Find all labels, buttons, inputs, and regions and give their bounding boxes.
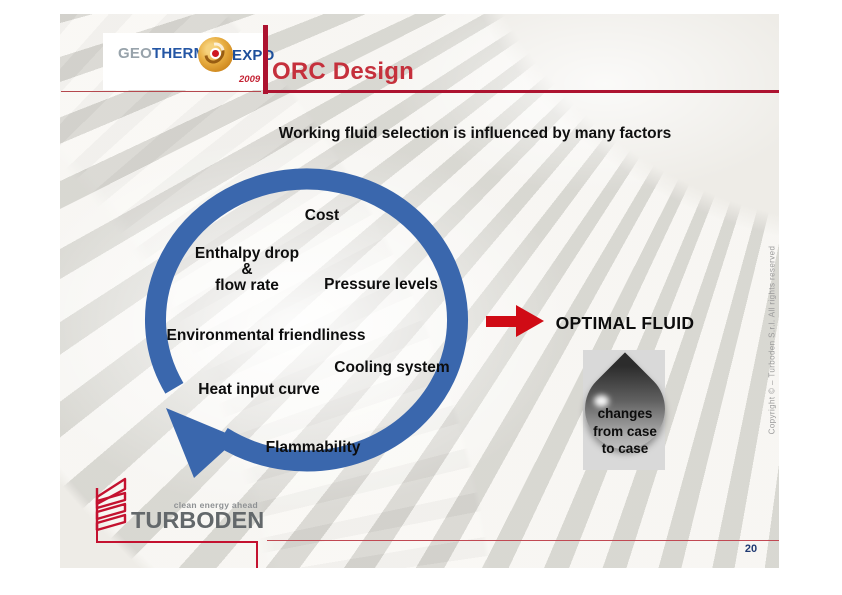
factor-cost: Cost: [304, 207, 340, 224]
turboden-logo-line: [96, 519, 99, 543]
page-number: 20: [744, 543, 758, 555]
footer-divider: [267, 539, 779, 542]
droplet-note: changes from case to case: [593, 406, 657, 456]
footer-red-line-vertical: [256, 541, 259, 568]
header-left-divider: [61, 90, 261, 92]
page-title: ORC Design: [272, 58, 415, 85]
brand-tagline: clean energy ahead: [173, 500, 258, 510]
copyright-notice: Copyright © – Turboden S.r.l. All rights…: [767, 245, 777, 435]
geotherm-expo-logo: GEOTHERM EXPO 2009: [103, 33, 274, 90]
geotherm-therm-text: THERM: [151, 45, 207, 62]
geotherm-wordmark: GEOTHERM: [118, 46, 206, 61]
slide-canvas: GEOTHERM EXPO 2009 ORC Design Working fl…: [60, 14, 779, 568]
footer-red-line-horizontal: [96, 541, 258, 544]
droplet-highlight: [594, 395, 609, 407]
slide-subtitle: Working fluid selection is influenced by…: [278, 125, 672, 142]
brand-name: TURBODEN: [131, 507, 265, 533]
expo-year-label: 2009: [239, 74, 261, 85]
header-horizontal-divider: [263, 89, 779, 93]
factor-environmental-friendliness: Environmental friendliness: [166, 327, 366, 344]
factor-cooling-system: Cooling system: [334, 359, 450, 376]
turboden-logo-icon: [95, 477, 127, 532]
factor-heat-input-curve: Heat input curve: [198, 381, 320, 398]
optimal-fluid-label: OPTIMAL FLUID: [555, 313, 695, 333]
factor-pressure-levels: Pressure levels: [324, 276, 438, 293]
factor-enthalpy-drop-flow-rate: Enthalpy drop & flow rate: [194, 245, 300, 294]
geotherm-geo-text: GEO: [118, 45, 152, 62]
background-glow: [390, 14, 779, 194]
factor-flammability: Flammability: [265, 439, 361, 456]
expo-wordmark: EXPO: [232, 47, 275, 64]
header-vertical-divider: [263, 25, 268, 94]
geotherm-expo-logo-icon: [198, 37, 233, 72]
